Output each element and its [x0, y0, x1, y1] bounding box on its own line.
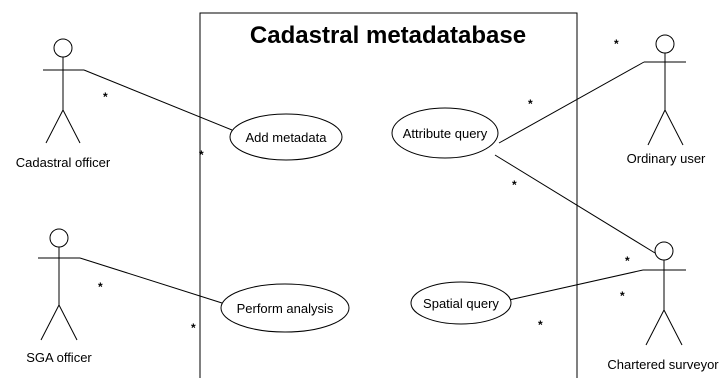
- actor-label: Chartered surveyor: [607, 357, 719, 372]
- actor-label: Ordinary user: [627, 151, 706, 166]
- actor-cadastral-officer[interactable]: Cadastral officer: [16, 38, 111, 170]
- association-line-chartered-surveyor-spatial-query: [508, 269, 644, 301]
- actor-ordinary-user[interactable]: Ordinary user: [627, 34, 706, 166]
- use-case-perform-analysis[interactable]: Perform analysis: [220, 283, 350, 333]
- association-line-cadastral-officer-add-metadata: [83, 69, 233, 131]
- use-case-label: Add metadata: [246, 130, 328, 145]
- use-case-label: Perform analysis: [237, 301, 334, 316]
- use-case-label: Spatial query: [423, 296, 499, 311]
- stick-figure-icon: [43, 38, 84, 144]
- multiplicity-add-metadata: *: [199, 148, 204, 162]
- system-boundary-box: [199, 12, 578, 378]
- multiplicity-attribute-query-surveyor: *: [512, 178, 517, 192]
- multiplicity-markers: * * * * * * * * * *: [98, 37, 630, 335]
- actor-chartered-surveyor[interactable]: Chartered surveyor: [607, 241, 719, 372]
- associations: [79, 61, 656, 304]
- use-case-spatial-query[interactable]: Spatial query: [410, 281, 512, 325]
- stick-figure-icon: [643, 241, 686, 346]
- actor-sga-officer[interactable]: SGA officer: [26, 228, 92, 365]
- multiplicity-chartered-surveyor-attribute: *: [625, 254, 630, 268]
- multiplicity-ordinary-user: *: [614, 37, 619, 51]
- stick-figure-icon: [38, 228, 80, 341]
- use-case-attribute-query[interactable]: Attribute query: [391, 107, 499, 159]
- system-title: Cadastral metadatabase: [250, 22, 526, 49]
- use-case-label: Attribute query: [403, 126, 488, 141]
- multiplicity-chartered-surveyor-spatial: *: [620, 289, 625, 303]
- multiplicity-attribute-query-ordinary: *: [528, 97, 533, 111]
- system-boundary: Cadastral metadatabase: [199, 12, 578, 378]
- association-line-chartered-surveyor-attribute-query: [494, 154, 656, 254]
- actor-label: Cadastral officer: [16, 155, 111, 170]
- multiplicity-spatial-query: *: [538, 318, 543, 332]
- association-line-ordinary-user-attribute-query: [498, 61, 645, 144]
- stick-figure-icon: [644, 34, 686, 146]
- multiplicity-cadastral-officer: *: [103, 90, 108, 104]
- multiplicity-perform-analysis: *: [191, 321, 196, 335]
- actor-label: SGA officer: [26, 350, 92, 365]
- use-case-add-metadata[interactable]: Add metadata: [229, 113, 343, 161]
- multiplicity-sga-officer: *: [98, 280, 103, 294]
- association-line-sga-officer-perform-analysis: [79, 257, 223, 304]
